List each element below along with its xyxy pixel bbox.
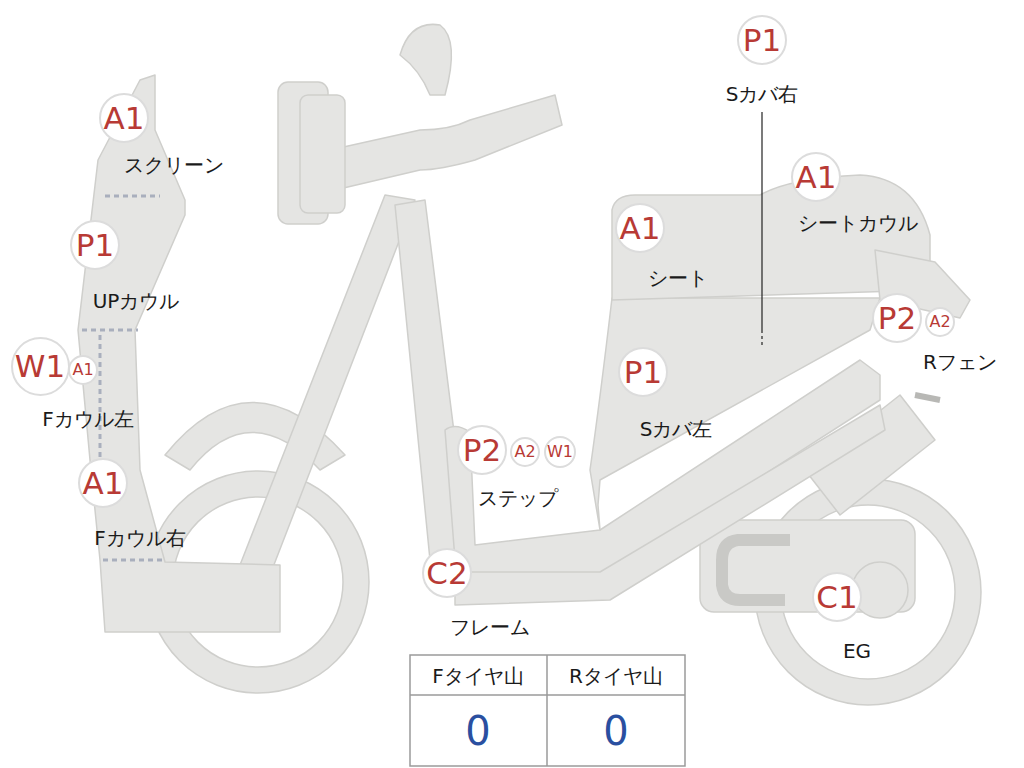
damage-code-circle: A1 <box>68 355 98 385</box>
damage-code-circle: P1 <box>618 347 668 397</box>
part-name: フレーム <box>450 616 530 638</box>
side-cover <box>590 298 880 530</box>
damage-code-circle: P1 <box>737 15 787 65</box>
handlebar <box>330 95 562 190</box>
damage-code: P1 <box>743 25 781 56</box>
damage-code-circle: W1 <box>544 436 576 468</box>
part-name: Rフェン <box>923 351 997 373</box>
part-name: Sカバ右 <box>726 83 799 105</box>
damage-code: C2 <box>426 558 467 589</box>
part-name: Fカウル右 <box>94 527 186 549</box>
shock-bolt <box>915 395 940 400</box>
table-header: Rタイヤ山 <box>569 665 663 687</box>
part-name: ステップ <box>478 487 558 509</box>
front-cowl <box>78 75 280 632</box>
exhaust-pipe <box>722 540 790 600</box>
damage-code: A1 <box>620 213 661 244</box>
damage-code: W1 <box>15 351 65 382</box>
damage-code: A1 <box>83 468 124 499</box>
damage-code: W1 <box>547 444 573 460</box>
damage-code-circle: A1 <box>615 203 665 253</box>
table-grid <box>410 655 685 766</box>
damage-code-circle: A2 <box>510 437 540 467</box>
section-divider <box>105 195 160 198</box>
damage-code-circle: C1 <box>812 572 862 622</box>
part-name: スクリーン <box>124 154 224 176</box>
section-divider <box>82 329 138 332</box>
damage-code: P2 <box>463 435 501 466</box>
damage-code-circle: P1 <box>70 220 120 270</box>
damage-code: P1 <box>624 357 662 388</box>
damage-code: C1 <box>816 582 857 613</box>
leader-line <box>761 112 762 330</box>
table-header: Fタイヤ山 <box>432 665 524 687</box>
damage-code-circle: W1 <box>11 337 70 396</box>
table-value: 0 <box>603 709 628 753</box>
damage-code-circle: C2 <box>422 548 472 598</box>
damage-code: A1 <box>104 103 145 134</box>
damage-code: P1 <box>76 230 114 261</box>
damage-code-circle: P2 <box>872 293 922 343</box>
lower-frame <box>455 405 885 605</box>
damage-code: P2 <box>878 303 916 334</box>
damage-code-circle: A1 <box>78 458 128 508</box>
damage-code: A2 <box>514 444 535 460</box>
part-name: シートカウル <box>798 212 918 234</box>
part-name: EG <box>843 640 871 662</box>
mirror <box>400 24 451 95</box>
section-divider <box>99 335 102 475</box>
section-divider <box>103 559 165 562</box>
part-name: Sカバ左 <box>640 418 713 440</box>
damage-code-circle: A2 <box>925 307 955 337</box>
damage-code: A1 <box>796 162 837 193</box>
part-name: UPカウル <box>93 290 180 312</box>
damage-code: A1 <box>72 362 93 378</box>
damage-code-circle: A1 <box>791 152 841 202</box>
table-value: 0 <box>465 709 490 753</box>
table-frame <box>410 655 685 766</box>
damage-code-circle: P2 <box>457 425 507 475</box>
front-fork <box>240 195 415 575</box>
damage-code: A2 <box>929 314 950 330</box>
headlight-rim <box>300 95 345 213</box>
part-name: Fカウル左 <box>42 408 134 430</box>
part-name: シート <box>648 267 708 289</box>
damage-code-circle: A1 <box>99 93 149 143</box>
leader-line-hidden <box>761 330 762 348</box>
